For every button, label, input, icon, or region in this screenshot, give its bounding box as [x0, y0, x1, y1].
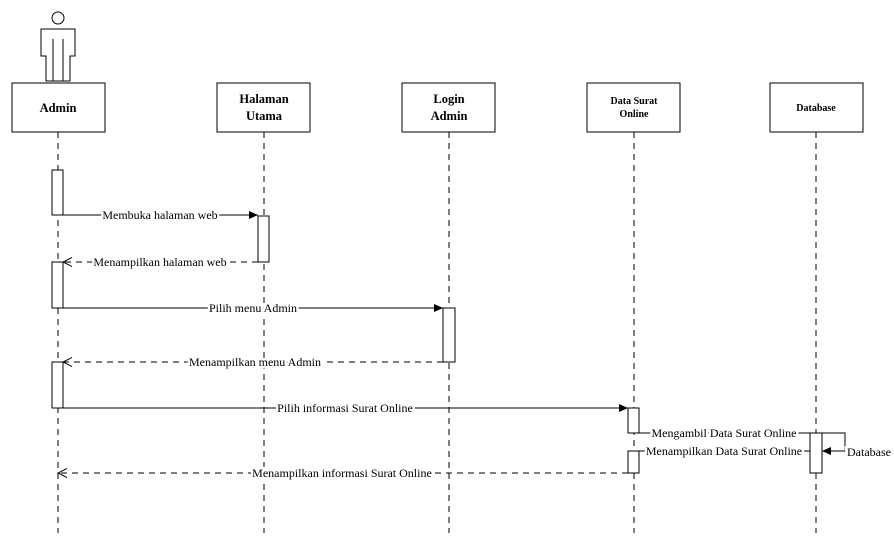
message-4-label: Menampilkan menu Admin: [189, 355, 321, 369]
activation-admin-2: [51, 261, 64, 309]
participant-data-surat-online-label-line1: Data Surat: [611, 96, 659, 107]
message-3-label: Pilih menu Admin: [209, 301, 297, 315]
participant-halaman-utama: Halaman Utama: [216, 82, 311, 133]
message-9: Menampilkan informasi Surat Online: [58, 464, 628, 483]
activation-data-surat-online-2: [627, 450, 640, 474]
message-4: Menampilkan menu Admin: [63, 353, 443, 372]
activation-admin-3: [51, 361, 64, 409]
participant-database-label: Database: [796, 103, 836, 114]
message-7-self: Database: [822, 432, 893, 462]
activation-login-admin-1: [442, 307, 456, 363]
participant-database: Database: [769, 82, 864, 133]
message-6: Mengambil Data Surat Online: [639, 424, 810, 443]
participant-admin: Admin: [11, 82, 106, 133]
message-6-label: Mengambil Data Surat Online: [652, 426, 797, 440]
activation-data-surat-online-1: [627, 407, 640, 434]
message-9-label: Menampilkan informasi Surat Online: [252, 466, 432, 480]
message-1-label: Membuka halaman web: [102, 208, 217, 222]
participant-halaman-utama-label-line1: Halaman: [239, 92, 288, 106]
participant-login-admin: Login Admin: [401, 82, 496, 133]
participant-login-admin-label-line1: Login: [433, 92, 464, 106]
message-5: Pilih informasi Surat Online: [63, 399, 628, 418]
message-3: Pilih menu Admin: [63, 299, 443, 318]
message-8: Menampilkan Data Surat Online: [639, 442, 810, 461]
activation-halaman-utama-1: [257, 215, 270, 263]
activation-admin-1: [51, 169, 64, 216]
message-5-label: Pilih informasi Surat Online: [277, 401, 413, 415]
participant-login-admin-label-line2: Admin: [431, 109, 468, 123]
participant-admin-label: Admin: [40, 101, 77, 115]
actor-figure-icon: [40, 11, 76, 82]
message-2-label: Menampilkan halaman web: [93, 255, 226, 269]
message-8-label: Menampilkan Data Surat Online: [646, 444, 802, 458]
message-7-label: Database: [847, 445, 891, 459]
participant-data-surat-online-label-line2: Online: [620, 109, 649, 120]
activation-database-1: [809, 432, 823, 474]
message-2: Menampilkan halaman web: [63, 253, 258, 272]
participant-data-surat-online: Data Surat Online: [586, 82, 681, 133]
participant-halaman-utama-label-line2: Utama: [246, 109, 283, 123]
message-1: Membuka halaman web: [63, 206, 258, 225]
